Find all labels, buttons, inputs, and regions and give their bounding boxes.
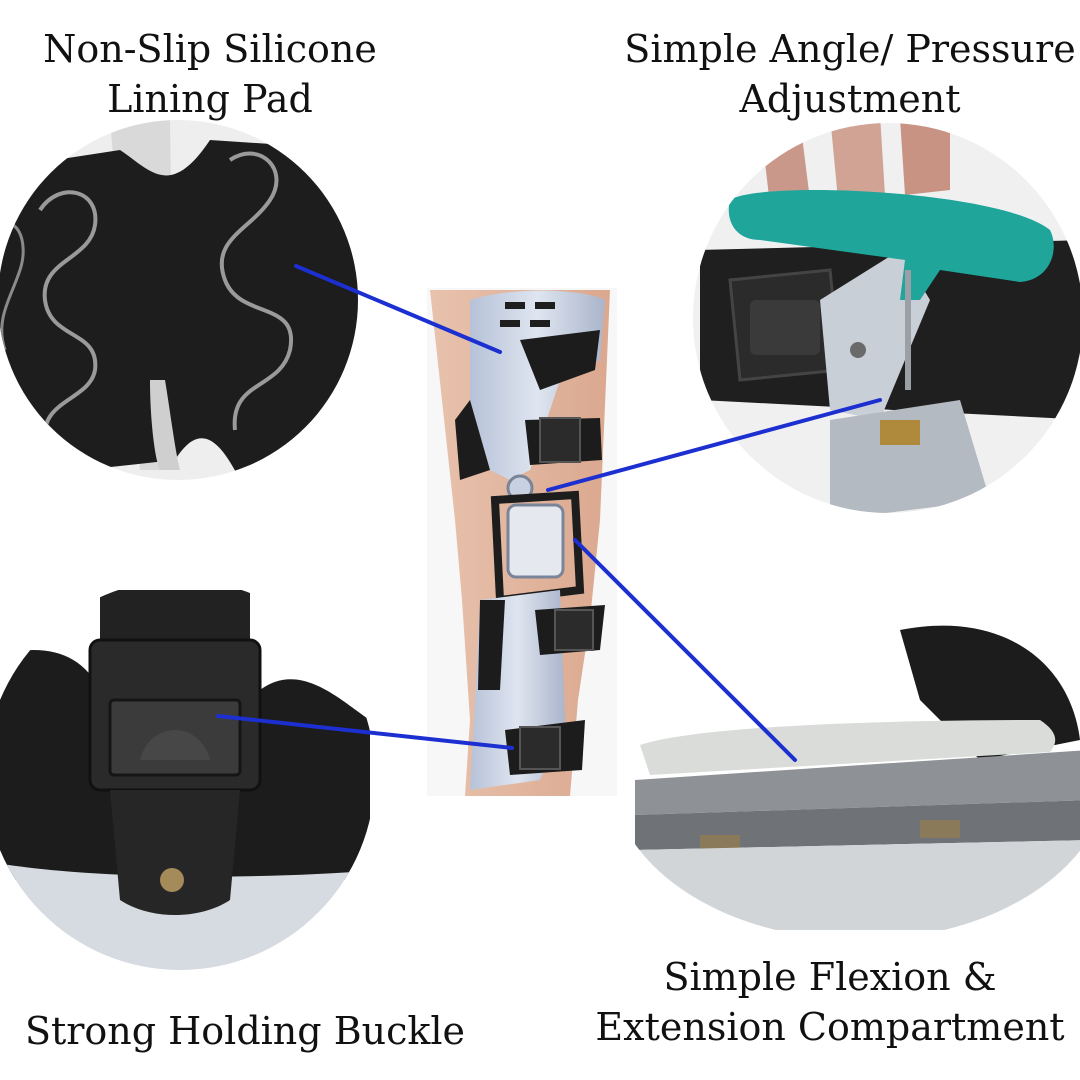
- callout-buckle: Strong Holding Buckle: [10, 1006, 480, 1056]
- callout-lining-pad-line1: Non-Slip Silicone: [43, 27, 377, 71]
- compartment-photo: [610, 600, 1080, 940]
- leader-line-lining-pad: [294, 264, 502, 354]
- callout-angle-adjustment-line2: Adjustment: [739, 77, 961, 121]
- leader-lines: [216, 264, 882, 762]
- lining-pad-photo: [0, 120, 358, 480]
- callout-compartment-line2: Extension Compartment: [595, 1005, 1065, 1049]
- angle-adjustment-photo: [693, 123, 1080, 513]
- leader-line-compartment: [573, 538, 797, 762]
- leader-line-buckle: [216, 714, 514, 750]
- buckle-photo: [0, 580, 375, 970]
- callout-lining-pad-line2: Lining Pad: [107, 77, 313, 121]
- callout-lining-pad: Non-Slip Silicone Lining Pad: [20, 24, 400, 124]
- callout-compartment: Simple Flexion & Extension Compartment: [590, 952, 1070, 1052]
- leader-line-angle-adjustment: [546, 398, 882, 492]
- callout-buckle-line1: Strong Holding Buckle: [24, 1009, 466, 1053]
- callout-angle-adjustment-line1: Simple Angle/ Pressure: [624, 27, 1076, 71]
- callout-angle-adjustment: Simple Angle/ Pressure Adjustment: [620, 24, 1080, 124]
- knee-brace-photo: [427, 288, 617, 796]
- callout-compartment-line1: Simple Flexion &: [663, 955, 997, 999]
